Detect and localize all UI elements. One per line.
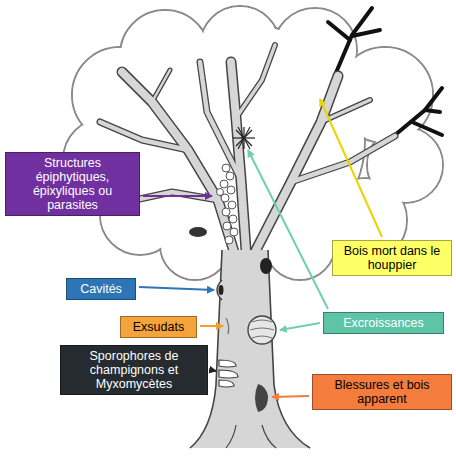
exudate-callout: Exsudats <box>120 316 197 338</box>
callout-text: Bois mort dans le houppier <box>338 244 446 272</box>
callout-text: Exsudats <box>126 320 191 334</box>
epiphyte-callout: Structures épiphytiques, épixyliques ou … <box>5 152 140 216</box>
wound-callout: Blessures et bois apparent <box>312 374 452 410</box>
dead-wood-callout: Bois mort dans le houppier <box>332 240 452 276</box>
callout-text: Cavités <box>72 282 130 296</box>
callout-text: Sporophores de champignons et Myxomycète… <box>66 349 202 391</box>
cavity-callout: Cavités <box>66 278 136 300</box>
fungi-callout: Sporophores de champignons et Myxomycète… <box>60 345 208 395</box>
callout-text: Structures épiphytiques, épixyliques ou … <box>11 156 134 212</box>
burl-callout: Excroissances <box>323 312 444 334</box>
callout-text: Excroissances <box>329 316 438 330</box>
callout-text: Blessures et bois apparent <box>318 378 446 406</box>
